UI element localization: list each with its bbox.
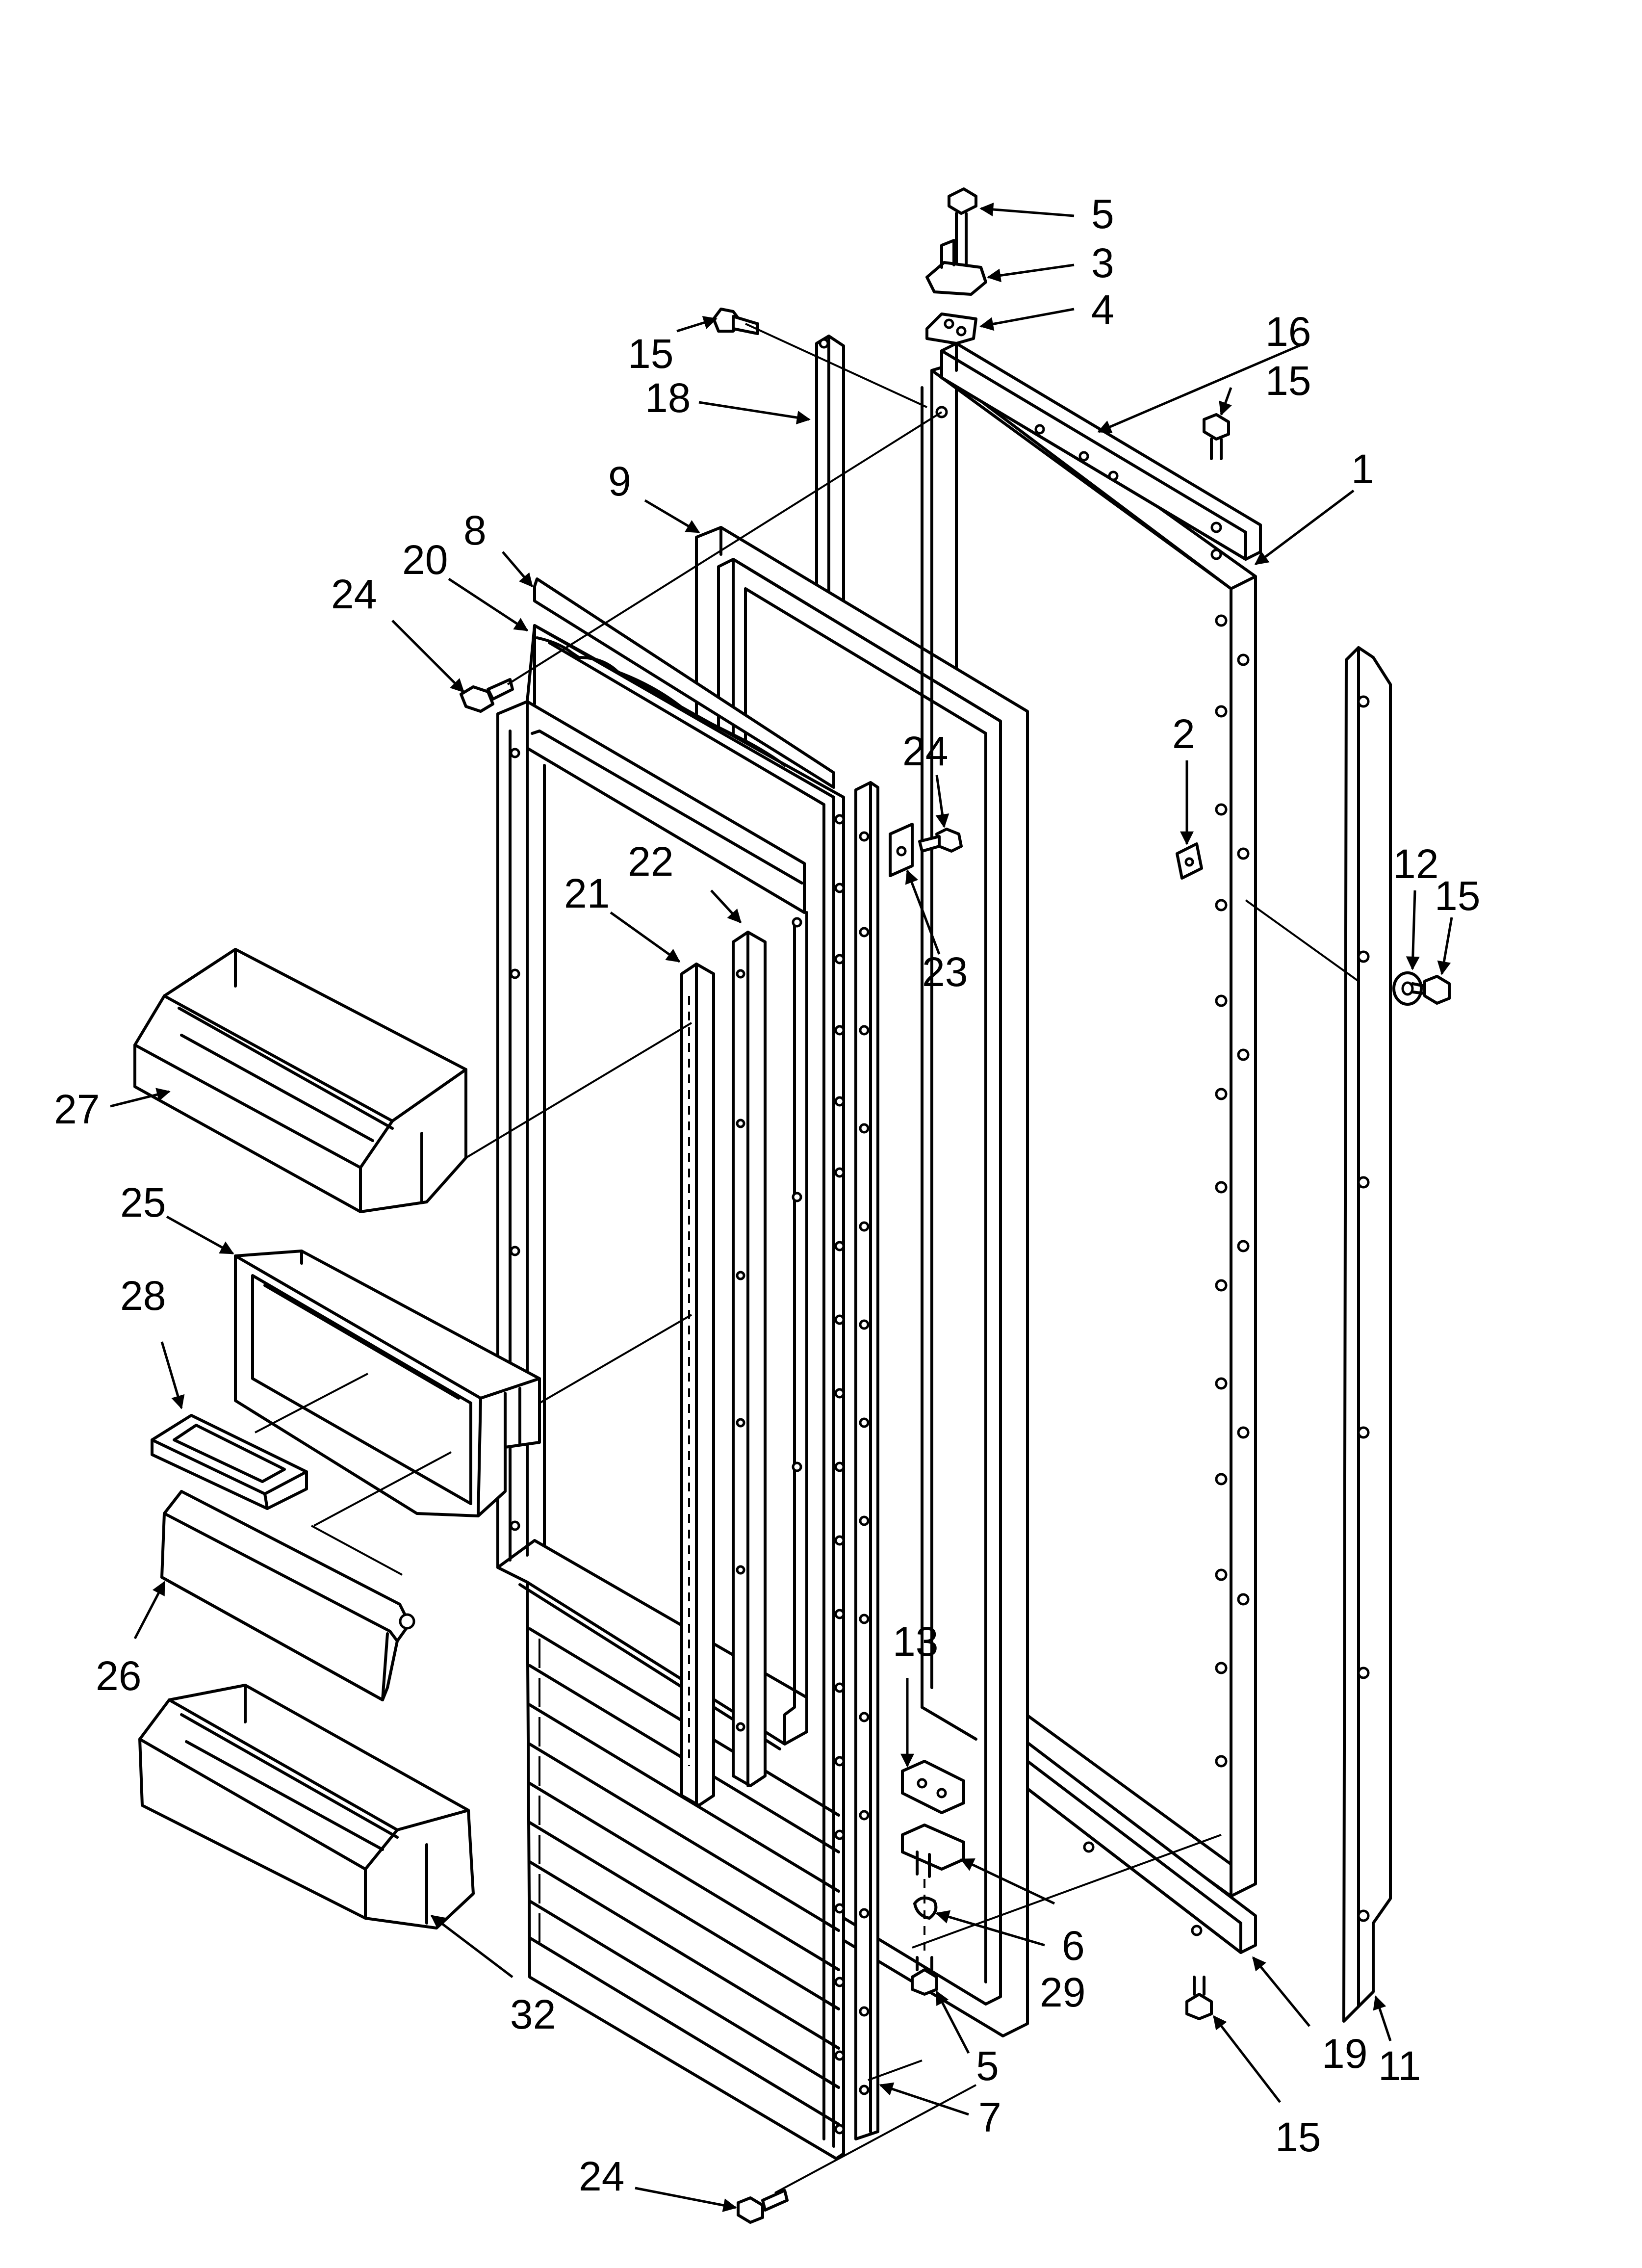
callout-16: 16 — [1265, 309, 1311, 355]
callout-2: 2 — [1172, 711, 1195, 757]
callout-12: 12 — [1393, 841, 1438, 887]
part-13-liner-frame — [921, 386, 977, 1741]
part-24-screw-upper — [460, 678, 514, 713]
callout-6: 6 — [1062, 1923, 1085, 1969]
callout-24-mid: 24 — [902, 728, 948, 774]
callout-5-lower: 5 — [976, 2043, 999, 2089]
callout-3: 3 — [1091, 240, 1114, 286]
callout-1: 1 — [1351, 446, 1374, 492]
callout-23: 23 — [922, 949, 968, 995]
callout-5-top: 5 — [1091, 191, 1114, 237]
part-13-lower-hinge-plate — [901, 1760, 965, 1814]
callout-22: 22 — [628, 838, 673, 885]
callout-21: 21 — [564, 870, 610, 916]
part-28-small-tray — [151, 1414, 308, 1510]
callout-leaders — [110, 203, 1453, 2212]
part-20-door-liner — [496, 577, 845, 2160]
part-15-screw-side — [1411, 975, 1451, 1005]
callout-numbers: 5 3 4 16 15 15 18 1 9 8 20 24 24 2 22 21… — [54, 191, 1480, 2199]
callout-4: 4 — [1091, 287, 1114, 333]
part-25-dispenser-module — [234, 1250, 541, 1517]
callout-11: 11 — [1378, 2043, 1421, 2089]
callout-13: 13 — [893, 1618, 938, 1665]
part-15-screw-right — [1203, 413, 1230, 460]
callout-24-lower: 24 — [579, 2153, 624, 2199]
callout-19: 19 — [1322, 2031, 1367, 2077]
callout-26: 26 — [96, 1653, 141, 1699]
part-24-screw-lower — [737, 2189, 789, 2224]
callout-32: 32 — [510, 1991, 556, 2037]
part-8-top-strip — [533, 577, 835, 789]
callout-24-upper: 24 — [331, 571, 377, 617]
part-22-shelf-rail — [732, 931, 767, 1787]
part-12-washer — [1392, 971, 1423, 1006]
part-5-lower-screw — [911, 1956, 938, 1996]
part-23-clip — [889, 823, 914, 877]
callout-8: 8 — [463, 507, 487, 553]
callout-15-bottom: 15 — [1275, 2114, 1321, 2160]
part-11-side-strip — [1342, 646, 1392, 2023]
part-1-holes — [935, 406, 1250, 1768]
callout-29: 29 — [1040, 1969, 1085, 2015]
part-26-chute-cover — [160, 1490, 415, 1701]
callout-28: 28 — [120, 1273, 166, 1319]
callout-27: 27 — [54, 1086, 100, 1132]
part-15-screw-top — [712, 308, 759, 335]
callout-18: 18 — [645, 375, 691, 421]
part-21-shelf-rail — [680, 963, 715, 1807]
callout-9: 9 — [608, 458, 631, 504]
part-5-top-screw — [948, 187, 977, 266]
part-15-screw-bottom — [1185, 1976, 1213, 2020]
part-32-door-bin — [138, 1684, 475, 1929]
callout-20: 20 — [402, 537, 448, 583]
part-4-hinge-shim — [925, 313, 977, 345]
part-7-trim-strip — [854, 781, 879, 2140]
callout-15-side: 15 — [1435, 873, 1480, 919]
part-24-screw-mid — [918, 828, 963, 853]
callout-25: 25 — [120, 1179, 166, 1225]
assembly-guide-lines — [255, 323, 1360, 2194]
callout-15-top: 15 — [628, 331, 673, 377]
callout-15-right: 15 — [1265, 358, 1311, 404]
callout-7: 7 — [978, 2094, 1001, 2140]
part-3-top-hinge — [925, 239, 987, 296]
